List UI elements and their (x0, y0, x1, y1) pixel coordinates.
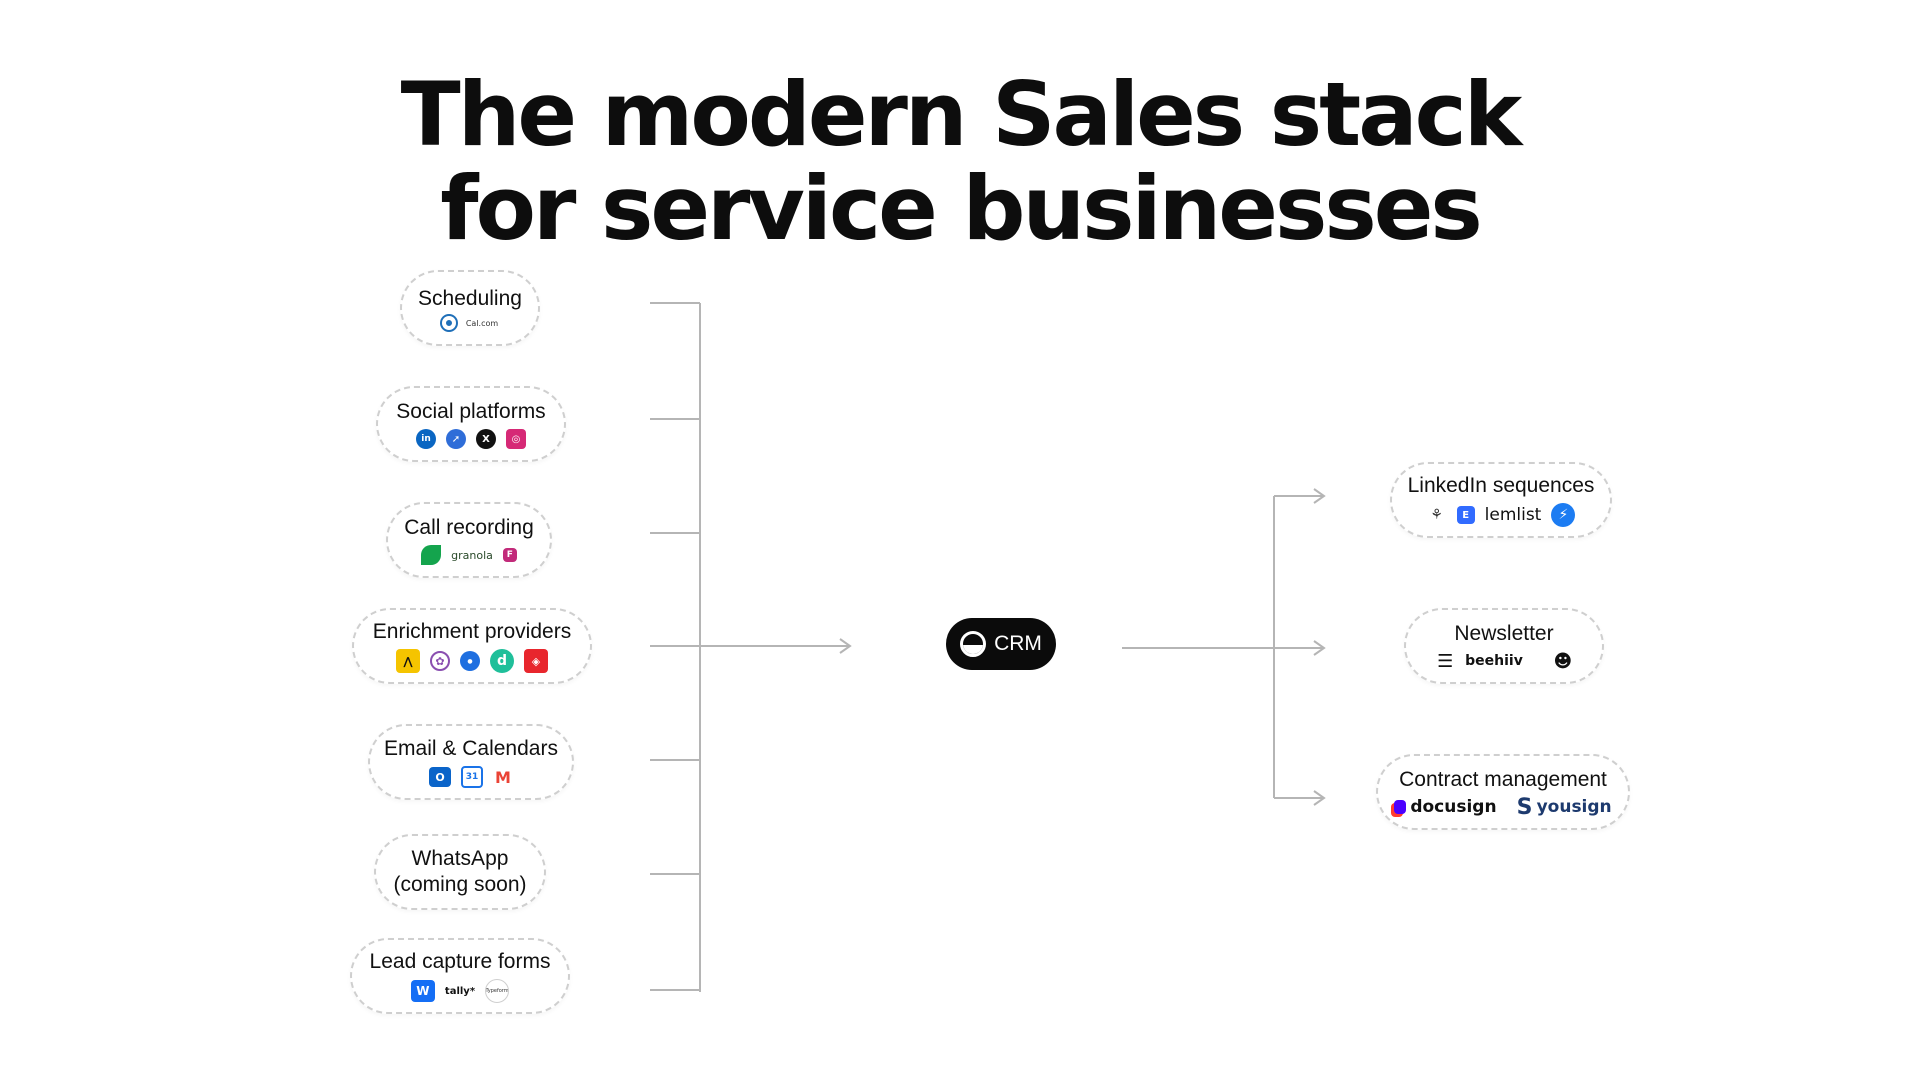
arrow-linkedin-head (1313, 488, 1326, 504)
beehiiv-wordmark: beehiiv (1465, 653, 1523, 669)
lemlist-icon: E (1456, 506, 1475, 524)
lemlist-wordmark: lemlist (1484, 505, 1542, 525)
cal-icon (441, 316, 456, 330)
node-label-line-2: (coming soon) (393, 873, 527, 896)
node-label: Enrichment providers (372, 620, 572, 643)
node-enrichment-providers: Enrichment providers ⋀ ✿ ● d ◈ (352, 608, 592, 684)
webflow-icon: W (410, 980, 435, 1002)
outlook-icon: O (429, 767, 451, 787)
d-icon: d (490, 649, 514, 673)
gmail-icon: M (493, 767, 513, 787)
bolt-icon: ⚡ (1551, 503, 1576, 527)
node-icons: ⚘ E lemlist ⚡ (1426, 503, 1576, 527)
node-label: Social platforms (396, 400, 546, 423)
google-calendar-icon: 31 (461, 766, 483, 788)
docusign-icon (1394, 800, 1407, 814)
handshake-icon: ⚘ (1426, 505, 1447, 525)
apollo-icon: ⋀ (396, 649, 420, 673)
calcom-wordmark: Cal.com (465, 318, 499, 328)
title-line-1: The modern Sales stack (400, 63, 1523, 166)
node-scheduling: Scheduling Cal.com (400, 270, 540, 346)
linkedin-icon: in (416, 429, 436, 449)
node-icons: granola F (421, 545, 517, 565)
node-label: Email & Calendars (384, 737, 558, 760)
crm-label: CRM (994, 632, 1042, 655)
node-call-recording: Call recording granola F (386, 502, 552, 578)
node-linkedin-sequences: LinkedIn sequences ⚘ E lemlist ⚡ (1390, 462, 1612, 538)
node-social-platforms: Social platforms in ➚ X ◎ (376, 386, 566, 462)
node-lead-capture-forms: Lead capture forms W tally* Typeform (350, 938, 570, 1014)
fathom-icon: F (502, 548, 517, 562)
node-label: Newsletter (1454, 622, 1554, 645)
arrow-to-crm-head (839, 638, 852, 654)
granola-wordmark: granola (451, 548, 493, 562)
node-icons: O 31 M (429, 766, 513, 788)
yousign-icon: S (1514, 795, 1535, 820)
instagram-icon: ◎ (506, 429, 526, 449)
mailchimp-icon: ☻ (1552, 650, 1573, 672)
typeform-icon: Typeform (485, 979, 510, 1003)
docusign-wordmark: docusign (1410, 797, 1497, 817)
x-icon: X (476, 429, 496, 449)
node-newsletter: Newsletter ☰ beehiiv ☻ (1404, 608, 1604, 684)
cube-icon: ◈ (524, 649, 548, 673)
node-label: LinkedIn sequences (1407, 474, 1595, 497)
leaf-icon (421, 545, 442, 565)
node-icons: Cal.com (441, 316, 499, 330)
node-email-calendars: Email & Calendars O 31 M (368, 724, 574, 800)
node-label-line-1: WhatsApp (411, 847, 509, 870)
page-title: The modern Sales stack for service busin… (0, 68, 1920, 256)
brain-icon: ✿ (430, 651, 450, 671)
arrow-contract-head (1313, 790, 1326, 806)
node-icons: ☰ beehiiv ☻ (1435, 650, 1573, 672)
crm-node: CRM (946, 618, 1056, 670)
typeform-wordmark: Typeform (485, 988, 509, 994)
node-icons: W tally* Typeform (410, 979, 510, 1003)
title-line-2: for service businesses (440, 157, 1483, 260)
crm-logo-icon (960, 631, 987, 657)
beehiiv-icon: ☰ (1435, 650, 1456, 672)
node-label: Contract management (1399, 768, 1607, 791)
node-label: Scheduling (418, 287, 522, 310)
tally-wordmark: tally* (444, 985, 476, 997)
arrow-newsletter-head (1313, 640, 1326, 656)
node-label: Call recording (404, 516, 534, 539)
node-icons: ⋀ ✿ ● d ◈ (396, 649, 548, 673)
node-contract-management: Contract management docusign S yousign (1376, 754, 1630, 830)
node-icons: in ➚ X ◎ (416, 429, 526, 449)
node-icons: docusign S yousign (1394, 795, 1612, 820)
yousign-wordmark: yousign (1536, 797, 1612, 817)
node-whatsapp: WhatsApp (coming soon) (374, 834, 546, 910)
compass-icon: ➚ (446, 429, 466, 449)
dropcontact-icon: ● (460, 651, 480, 671)
node-label: Lead capture forms (369, 950, 551, 973)
